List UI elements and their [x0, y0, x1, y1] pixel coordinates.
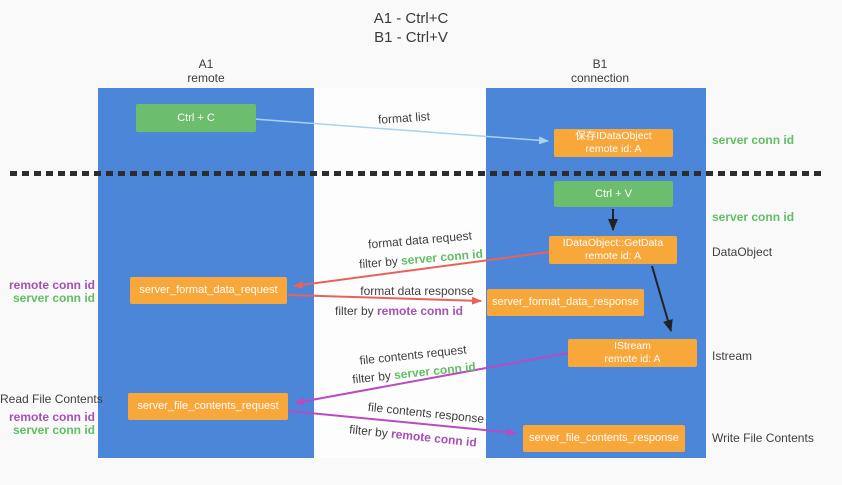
- ctrl-c-label: Ctrl + C: [177, 111, 215, 124]
- remote-conn-id-annotation-2: remote conn id: [8, 410, 95, 424]
- title-line-2: B1 - Ctrl+V: [374, 29, 448, 46]
- lane-a1-title: A1: [198, 57, 214, 71]
- write-file-contents-annotation: Write File Contents: [712, 431, 814, 445]
- ctrl-c-node: Ctrl + C: [136, 104, 256, 132]
- server-format-data-request-node: server_format_data_request: [130, 277, 287, 304]
- save-idataobject-node: 保存IDataObject remote id: A: [554, 129, 673, 157]
- server-conn-id-annotation-top: server conn id: [712, 133, 795, 147]
- ctrl-v-node: Ctrl + V: [554, 181, 673, 207]
- getdata-line1: IDataObject::GetData: [562, 237, 664, 249]
- server-conn-id-annotation-mid: server conn id: [712, 210, 795, 224]
- lane-a1-subtitle: remote: [187, 71, 225, 85]
- lane-header-a1: A1 remote: [146, 57, 266, 85]
- getdata-line2: remote id: A: [584, 250, 642, 262]
- format-response-label: server_format_data_response: [492, 296, 639, 308]
- remote-conn-id-text: remote conn id: [377, 304, 464, 318]
- save-idataobject-line2: remote id: A: [585, 143, 642, 155]
- idataobject-getdata-node: IDataObject::GetData remote id: A: [549, 236, 677, 264]
- format-data-response-label: format data response: [360, 284, 474, 298]
- server-file-contents-response-node: server_file_contents_response: [523, 425, 685, 452]
- filter-by-remote-conn-id-label-1: filter by remote conn id: [324, 304, 474, 318]
- dataobject-annotation: DataObject: [712, 245, 773, 259]
- istream-line2: remote id: A: [604, 353, 661, 365]
- istream-line1: IStream: [614, 340, 651, 352]
- server-file-contents-request-node: server_file_contents_request: [128, 393, 288, 420]
- remote-conn-id-annotation-1: remote conn id: [8, 278, 95, 292]
- istream-node: IStream remote id: A: [568, 339, 697, 367]
- format-request-label: server_format_data_request: [139, 284, 278, 296]
- file-response-label: server_file_contents_response: [529, 432, 679, 444]
- lane-header-b1: B1 connection: [540, 57, 660, 85]
- title-line-1: A1 - Ctrl+C: [373, 10, 449, 27]
- server-format-data-response-node: server_format_data_response: [487, 289, 644, 316]
- istream-annotation: Istream: [712, 349, 753, 363]
- server-conn-id-annotation-left-1: server conn id: [12, 291, 95, 305]
- lane-b1-subtitle: connection: [570, 71, 630, 85]
- ctrl-v-label: Ctrl + V: [595, 187, 632, 200]
- server-conn-id-annotation-left-2: server conn id: [12, 423, 95, 437]
- read-file-contents-annotation: Read File Contents: [0, 392, 103, 406]
- diagram-title: A1 - Ctrl+C B1 - Ctrl+V: [291, 9, 531, 47]
- copy-paste-separator-line: [10, 171, 824, 176]
- lane-b1-title: B1: [592, 57, 608, 71]
- save-idataobject-line1: 保存IDataObject: [575, 130, 652, 142]
- filter-by-text: filter by: [334, 304, 377, 318]
- file-request-label: server_file_contents_request: [137, 400, 279, 412]
